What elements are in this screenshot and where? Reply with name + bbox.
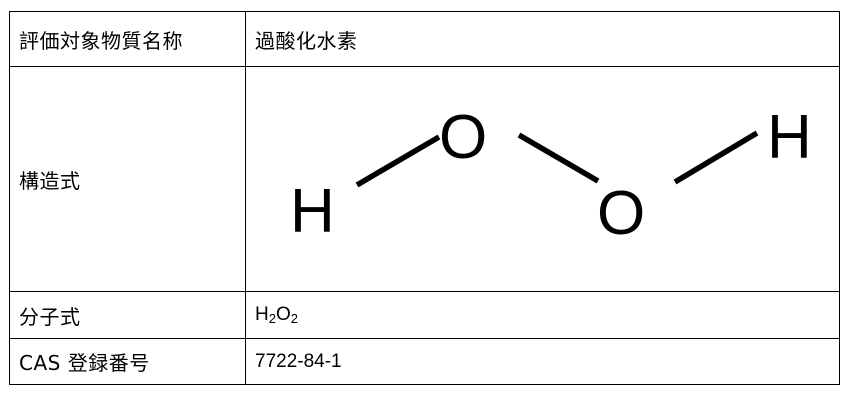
atom-o-lower: O: [597, 179, 645, 248]
molecular-formula-value: H2O2: [255, 304, 298, 325]
substance-name-label: 評価対象物質名称: [19, 28, 183, 53]
molecular-formula-row: 分子式 H2O2: [9, 291, 840, 339]
formula-o-subscript: 2: [290, 311, 298, 326]
cas-number-value-cell: 7722-84-1: [245, 338, 840, 385]
structural-formula-cell: H O O H: [245, 66, 840, 292]
bond-o-o: [517, 132, 600, 184]
substance-name-row: 評価対象物質名称 過酸化水素: [9, 11, 840, 67]
bond-o-h-right: [673, 130, 759, 185]
cas-number-row: CAS 登録番号 7722-84-1: [9, 338, 840, 385]
molecular-formula-label: 分子式: [19, 304, 81, 329]
formula-h-subscript: 2: [268, 311, 276, 326]
atom-h-right: H: [767, 103, 812, 172]
cas-number-label: CAS 登録番号: [19, 351, 150, 375]
substance-info-table: 評価対象物質名称 過酸化水素 構造式 H O O H 分子式 H2O2: [9, 11, 840, 385]
atom-h-left: H: [290, 177, 335, 246]
structural-formula-label-cell: 構造式: [9, 66, 246, 292]
structural-formula-diagram: H O O H: [290, 103, 812, 248]
cas-number-label-cell: CAS 登録番号: [9, 338, 246, 385]
cas-number-value: 7722-84-1: [255, 350, 342, 372]
substance-name-value: 過酸化水素: [255, 28, 358, 53]
bond-h-o-left: [355, 134, 441, 188]
formula-o: O: [275, 304, 291, 325]
formula-h: H: [255, 304, 269, 325]
substance-name-label-cell: 評価対象物質名称: [9, 11, 246, 67]
structural-formula-label: 構造式: [19, 168, 81, 193]
substance-name-value-cell: 過酸化水素: [245, 11, 840, 67]
molecular-formula-value-cell: H2O2: [245, 291, 840, 339]
structural-formula-row: 構造式 H O O H: [9, 66, 840, 292]
atom-o-upper: O: [439, 103, 487, 172]
molecular-formula-label-cell: 分子式: [9, 291, 246, 339]
